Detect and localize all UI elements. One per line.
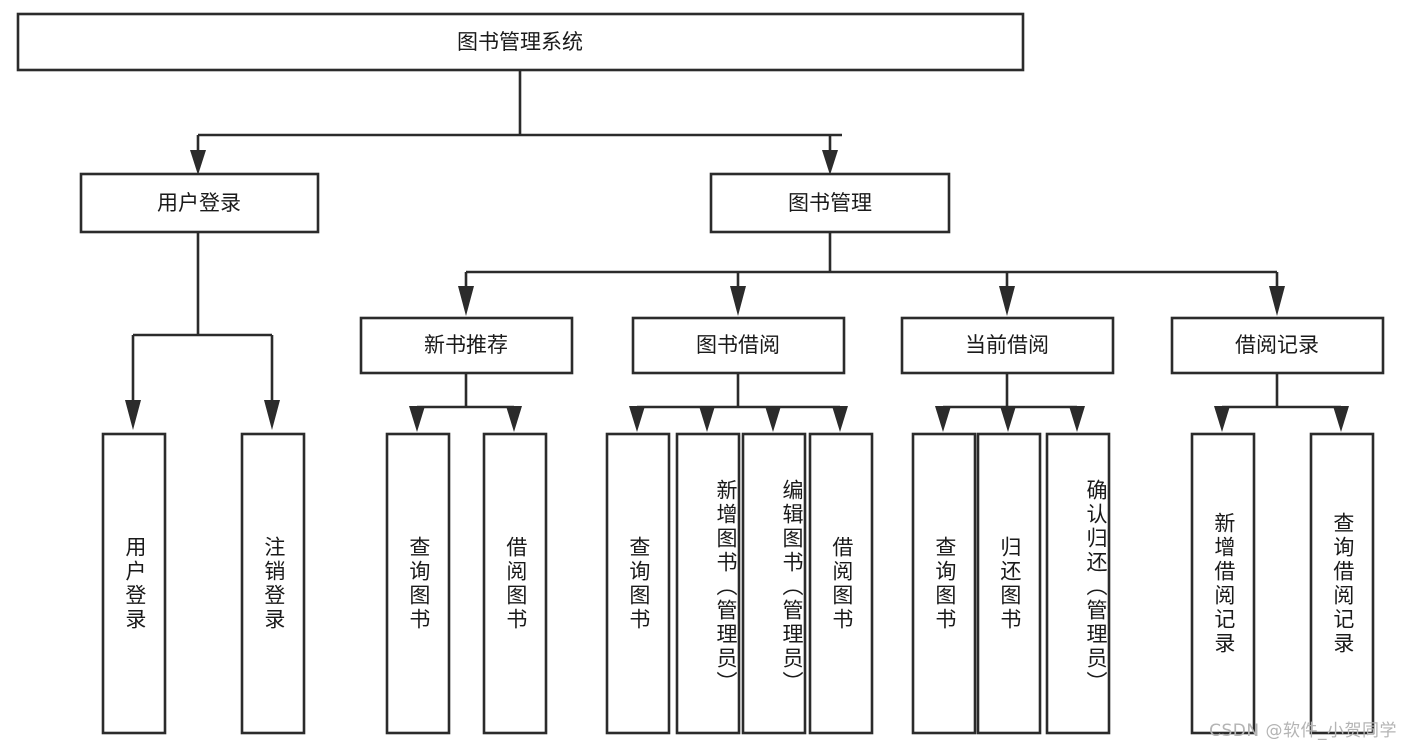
- node-book-borrow-box[interactable]: [631, 316, 846, 375]
- connector-group-book-management: [458, 232, 1285, 316]
- arrow-head-leaf-newbook-borrow: [506, 406, 522, 432]
- node-borrow-record-label: 借阅记录: [1235, 333, 1319, 357]
- arrow-head-user-login: [190, 150, 206, 175]
- arrow-head-leaf-logout: [264, 400, 280, 430]
- arrow-head-leaf-cb-return: [1000, 406, 1016, 432]
- arrow-head-leaf-user-login: [125, 400, 141, 430]
- leaf-box-logout[interactable]: [240, 432, 306, 735]
- connector-group-book-borrow: [629, 373, 848, 432]
- arrow-head-book-borrow: [730, 286, 746, 316]
- leaf-box-bb-add[interactable]: [675, 432, 741, 735]
- node-book-management-label: 图书管理: [788, 191, 872, 215]
- connector-group-current-borrow: [935, 373, 1085, 432]
- node-new-book-recommend-label: 新书推荐: [424, 333, 508, 357]
- node-new-book-recommend-box[interactable]: [359, 316, 574, 375]
- leaf-box-cb-confirm[interactable]: [1045, 432, 1111, 735]
- node-borrow-record-box[interactable]: [1170, 316, 1385, 375]
- arrow-head-leaf-cb-confirm: [1069, 406, 1085, 432]
- node-user-login-box[interactable]: [79, 172, 320, 234]
- leaf-box-bb-query[interactable]: [605, 432, 671, 735]
- connector-group-user-login: [125, 232, 280, 430]
- node-user-login-label: 用户登录: [157, 191, 241, 215]
- node-root-label: 图书管理系统: [457, 30, 583, 54]
- arrow-head-leaf-cb-query: [935, 406, 951, 432]
- leaf-box-bb-edit[interactable]: [741, 432, 807, 735]
- arrow-head-leaf-bb-edit: [765, 406, 781, 432]
- node-current-borrow-box[interactable]: [900, 316, 1115, 375]
- arrow-head-leaf-br-add: [1214, 406, 1230, 432]
- connector-group-root: [190, 70, 842, 175]
- leaf-box-user-login[interactable]: [101, 432, 167, 735]
- leaf-box-cb-query[interactable]: [911, 432, 977, 735]
- arrow-head-leaf-bb-add: [699, 406, 715, 432]
- arrow-head-new-book-recommend: [458, 286, 474, 316]
- leaf-box-br-query[interactable]: [1309, 432, 1375, 735]
- node-book-management[interactable]: [709, 172, 951, 234]
- node-book-borrow[interactable]: [631, 316, 846, 375]
- node-new-book-recommend[interactable]: [359, 316, 574, 375]
- leaf-box-bb-borrow[interactable]: [808, 432, 874, 735]
- arrow-head-leaf-bb-borrow: [832, 406, 848, 432]
- leaf-box-newbook-borrow[interactable]: [482, 432, 548, 735]
- node-borrow-record[interactable]: [1170, 316, 1385, 375]
- node-current-borrow[interactable]: [900, 316, 1115, 375]
- arrow-head-leaf-bb-query: [629, 406, 645, 432]
- leaf-box-newbook-query[interactable]: [385, 432, 451, 735]
- arrow-head-current-borrow: [999, 286, 1015, 316]
- node-current-borrow-label: 当前借阅: [965, 333, 1049, 357]
- node-book-borrow-label: 图书借阅: [696, 333, 780, 357]
- arrow-head-book-management: [822, 150, 838, 175]
- node-user-login[interactable]: [79, 172, 320, 234]
- arrow-head-leaf-newbook-query: [409, 406, 425, 432]
- connector-group-borrow-record: [1214, 373, 1349, 432]
- csdn-watermark: CSDN @软件_小贺同学: [1209, 721, 1397, 741]
- node-book-management-box[interactable]: [709, 172, 951, 234]
- arrow-head-borrow-record: [1269, 286, 1285, 316]
- leaf-box-cb-return[interactable]: [976, 432, 1042, 735]
- leaf-box-br-add[interactable]: [1190, 432, 1256, 735]
- arrow-head-leaf-br-query: [1333, 406, 1349, 432]
- node-root[interactable]: [16, 12, 1025, 72]
- node-root-box[interactable]: [16, 12, 1025, 72]
- connector-group-new-book-recommend: [409, 373, 522, 432]
